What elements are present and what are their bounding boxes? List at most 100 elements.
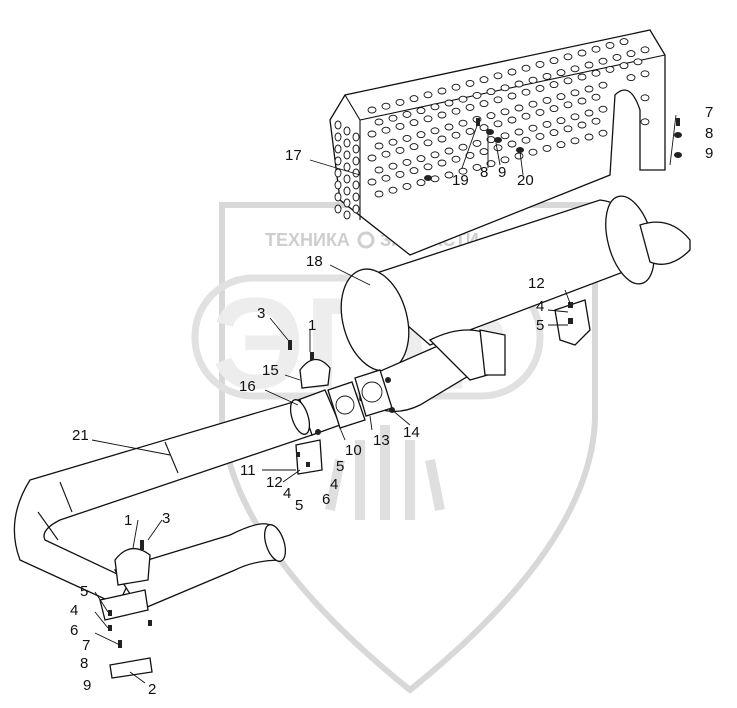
- callout-4: 4: [330, 476, 338, 493]
- shield-hole: [444, 99, 454, 107]
- shield-hole: [598, 57, 608, 65]
- shield-hole: [493, 72, 503, 80]
- shield-hole: [409, 119, 419, 127]
- shield-hole: [465, 127, 475, 135]
- shield-hole: [507, 116, 517, 124]
- shield-hole: [640, 46, 650, 54]
- shield-hole: [549, 57, 559, 65]
- exhaust-pipe: [13, 399, 313, 611]
- shield-hole: [388, 138, 398, 146]
- shield-hole: [577, 73, 587, 81]
- shield-hole: [584, 85, 594, 93]
- shield-hole: [549, 81, 559, 89]
- shield-hole: [584, 133, 594, 141]
- shield-hole: [605, 65, 615, 73]
- callout-9: 9: [83, 677, 91, 694]
- shield-hole: [542, 72, 552, 80]
- shield-hole: [381, 174, 391, 182]
- shield-hole: [402, 134, 412, 142]
- shield-hole: [343, 162, 351, 172]
- shield-hole: [507, 140, 517, 148]
- shield-hole: [640, 70, 650, 78]
- shield-hole: [444, 147, 454, 155]
- shield-hole: [458, 143, 468, 151]
- callout-9: 9: [705, 145, 713, 162]
- shield-hole: [535, 84, 545, 92]
- watermark-shield: [219, 202, 598, 694]
- shield-hole: [367, 154, 377, 162]
- shield-hole: [388, 114, 398, 122]
- shield-hole: [395, 146, 405, 154]
- shield-hole: [633, 58, 643, 66]
- shield-hole: [542, 96, 552, 104]
- shield-hole: [430, 151, 440, 159]
- shield-hole: [521, 88, 531, 96]
- shield-hole: [640, 118, 650, 126]
- shield-hole: [367, 106, 377, 114]
- shield-hole: [521, 64, 531, 72]
- shield-hole: [409, 95, 419, 103]
- fastener-hardware: [424, 118, 682, 181]
- shield-hole: [409, 167, 419, 175]
- shield-hole: [437, 87, 447, 95]
- shield-hole: [500, 132, 510, 140]
- callout-7: 7: [82, 637, 90, 654]
- shield-hole: [619, 62, 629, 70]
- shield-hole: [528, 124, 538, 132]
- shield-hole: [334, 144, 342, 154]
- shield-hole: [367, 130, 377, 138]
- shield-hole: [352, 192, 360, 202]
- shield-hole: [451, 83, 461, 91]
- shield-hole: [381, 102, 391, 110]
- shield-hole: [626, 50, 636, 58]
- watermark-gear-icon: [357, 231, 375, 249]
- shield-hole: [570, 65, 580, 73]
- shield-hole: [465, 151, 475, 159]
- shield-hole: [563, 125, 573, 133]
- shield-hole: [500, 108, 510, 116]
- shield-hole: [486, 112, 496, 120]
- callout-3: 3: [162, 510, 170, 527]
- shield-hole: [388, 186, 398, 194]
- shield-hole: [507, 92, 517, 100]
- callout-labels: 17 19 8 9 20 7 8 9 18 12 4 5 3 1 15 16 2…: [70, 104, 713, 698]
- shield-hole: [437, 159, 447, 167]
- shield-hole: [577, 121, 587, 129]
- shield-hole: [556, 117, 566, 125]
- callout-9: 9: [498, 164, 506, 181]
- watermark-wheat-icon: [325, 425, 445, 520]
- shield-hole: [334, 168, 342, 178]
- watermark-left-word: ТЕХНИКА: [265, 230, 350, 250]
- shield-hole: [374, 190, 384, 198]
- shield-hole: [528, 76, 538, 84]
- shield-hole: [479, 148, 489, 156]
- callout-7: 7: [705, 104, 713, 121]
- callout-4: 4: [283, 485, 291, 502]
- shield-hole: [591, 69, 601, 77]
- callout-3: 3: [257, 305, 265, 322]
- callout-13: 13: [373, 432, 390, 449]
- shield-hole: [556, 69, 566, 77]
- shield-hole: [563, 53, 573, 61]
- shield-hole: [570, 89, 580, 97]
- shield-hole: [598, 129, 608, 137]
- shield-hole: [352, 180, 360, 190]
- shield-hole: [343, 210, 351, 220]
- shield-hole: [334, 156, 342, 166]
- shield-hole: [507, 68, 517, 76]
- shield-hole: [343, 138, 351, 148]
- shield-hole: [472, 91, 482, 99]
- shield-hole: [479, 100, 489, 108]
- shield-hole: [402, 110, 412, 118]
- callout-19: 19: [452, 172, 469, 189]
- shield-hole: [570, 137, 580, 145]
- muffler-bracket: [554, 299, 591, 346]
- shield-hole: [430, 127, 440, 135]
- shield-hole: [549, 105, 559, 113]
- shield-hole: [535, 108, 545, 116]
- heat-shield-perforations: [334, 38, 650, 220]
- callout-15: 15: [262, 362, 279, 379]
- shield-hole: [619, 38, 629, 46]
- intermediate-pipe: [359, 329, 506, 413]
- shield-hole: [640, 94, 650, 102]
